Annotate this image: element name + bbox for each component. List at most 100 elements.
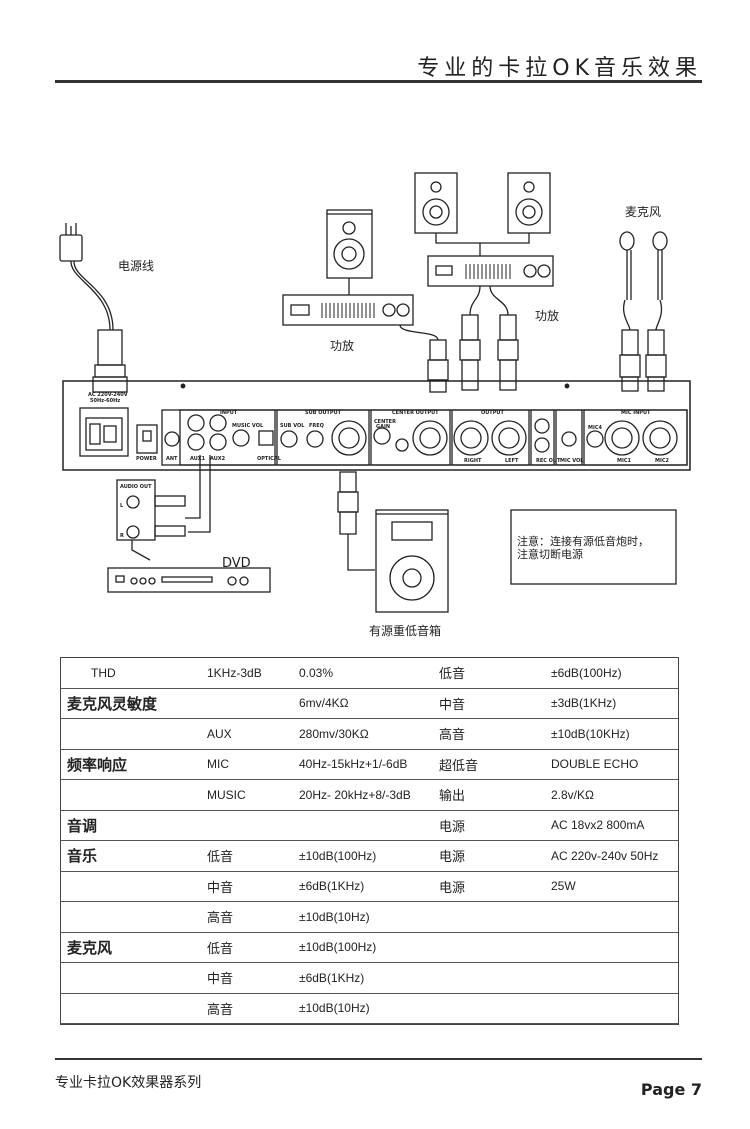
table-cell: 低音 (439, 667, 466, 683)
table-cell (545, 993, 678, 1024)
panel-power-rating: AC 220V-240V (88, 392, 128, 398)
panel-aux2: AUX2 (210, 456, 226, 462)
table-cell (61, 719, 201, 750)
table-cell: ±10dB(100Hz) (299, 940, 377, 955)
table-cell: 低音 (207, 941, 234, 957)
table-row: 中音 ±6dB(1KHz) 电源 25W (61, 871, 678, 902)
table-cell: 0.03% (299, 665, 334, 680)
connection-diagram: 电源线 功放 功放 麦克风 DVD 有源重低音箱 注意：连接有源低音炮时， 注意… (59, 172, 691, 638)
table-cell: 280mv/30KΩ (299, 726, 369, 741)
table-cell: AC 220v-240v 50Hz (551, 848, 659, 863)
subwoofer-label: 有源重低音箱 (369, 623, 441, 638)
table-cell (61, 963, 201, 994)
table-cell: 20Hz- 20kHz+8/-3dB (299, 787, 411, 802)
table-cell: AUX (207, 726, 232, 741)
table-cell (61, 902, 201, 933)
panel-sub-vol: SUB VOL (280, 423, 305, 429)
table-cell: 高音 (439, 728, 466, 744)
panel-audio-out: AUDIO OUT (120, 484, 152, 490)
table-row: 麦克风灵敏度 6mv/4KΩ 中音 ±3dB(1KHz) (61, 688, 678, 719)
note-line-1: 注意：连接有源低音炮时， (517, 534, 649, 548)
rear-panel (62, 380, 691, 471)
panel-freq: FREQ (309, 423, 324, 429)
rca-cables (116, 455, 211, 561)
header-rule (55, 80, 702, 83)
speaker-pair-icon (414, 172, 551, 256)
panel-center-gain-2: GAIN (376, 424, 390, 430)
panel-left: LEFT (505, 458, 519, 464)
note-box (510, 509, 677, 585)
table-cell: ±6dB(100Hz) (551, 665, 622, 680)
table-cell: 低音 (207, 850, 234, 866)
table-row: 高音 ±10dB(10Hz) (61, 993, 678, 1024)
subwoofer-icon (337, 471, 449, 613)
table-cell: MIC (207, 757, 229, 772)
panel-ch-r: R (120, 533, 124, 539)
table-cell: 超低音 (439, 758, 479, 774)
panel-rec-out: REC OUT (536, 458, 561, 464)
table-cell: 中音 (207, 972, 234, 988)
table-cell (433, 932, 545, 963)
panel-optical: OPTICAL (257, 456, 282, 462)
table-row: 高音±10dB(10Hz) (61, 902, 678, 933)
panel-mic1: MIC1 (617, 458, 632, 464)
power-plug-icon (59, 223, 128, 393)
panel-right: RIGHT (464, 458, 482, 464)
table-cell (61, 993, 201, 1024)
table-cell (433, 902, 545, 933)
table-cell (201, 688, 293, 719)
panel-mic-vol: MIC VOL (560, 458, 584, 464)
table-cell: MUSIC (207, 787, 246, 802)
panel-center-output: CENTER OUTPUT (392, 410, 439, 416)
table-cell: ±10dB(10Hz) (299, 1001, 370, 1016)
panel-ch-l: L (120, 503, 124, 509)
power-cord-label: 电源线 (118, 259, 154, 273)
amplifier-right-icon (427, 255, 554, 287)
table-cell: 频率响应 (67, 756, 128, 774)
table-cell: ±6dB(1KHz) (299, 879, 365, 894)
table-cell (545, 902, 678, 933)
table-cell: 输出 (439, 789, 466, 805)
table-cell: ±3dB(1KHz) (551, 696, 617, 711)
table-cell: DOUBLE ECHO (551, 757, 639, 772)
panel-mic4: MIC4 (588, 425, 603, 431)
amplifier-left-label: 功放 (330, 338, 354, 353)
page-title: 专业的卡拉OK音乐效果 (417, 56, 702, 81)
table-cell: 2.8v/KΩ (551, 787, 594, 802)
panel-center-gain-1: CENTER (374, 419, 396, 425)
table-cell: 电源 (439, 819, 466, 835)
note-line-2: 注意切断电源 (517, 547, 583, 561)
table-cell: 40Hz-15kHz+1/-6dB (299, 757, 408, 772)
table-cell: 麦克风 (67, 939, 113, 957)
table-cell: 电源 (439, 880, 466, 896)
microphone-icon (619, 231, 668, 392)
table-cell (61, 780, 201, 811)
table-cell: 中音 (439, 697, 466, 713)
table-cell (545, 963, 678, 994)
xlr-cables (399, 285, 519, 393)
table-cell: ±10dB(100Hz) (299, 848, 377, 863)
table-cell: 中音 (207, 880, 234, 896)
footer-rule (55, 1058, 702, 1060)
panel-aux1: AUX1 (190, 456, 206, 462)
table-cell: 高音 (207, 1002, 234, 1018)
table-cell: 6mv/4KΩ (299, 696, 349, 711)
speaker-left-icon (326, 209, 373, 279)
table-cell (201, 810, 293, 841)
table-cell: 麦克风灵敏度 (67, 695, 158, 713)
dvd-label: DVD (222, 556, 251, 571)
panel-output: OUTPUT (481, 410, 504, 416)
table-cell (293, 810, 433, 841)
table-cell (433, 963, 545, 994)
table-cell: ±10dB(10Hz) (299, 909, 370, 924)
table-cell: ±6dB(1KHz) (299, 970, 365, 985)
table-cell: 25W (551, 879, 576, 894)
panel-music-vol: MUSIC VOL (232, 423, 264, 429)
table-cell: THD (91, 665, 116, 680)
table-row: 频率响应 MIC 40Hz-15kHz+1/-6dB 超低音 DOUBLE ECHO (61, 749, 678, 780)
table-cell (61, 871, 201, 902)
panel-mic-input: MIC INPUT (621, 410, 651, 416)
